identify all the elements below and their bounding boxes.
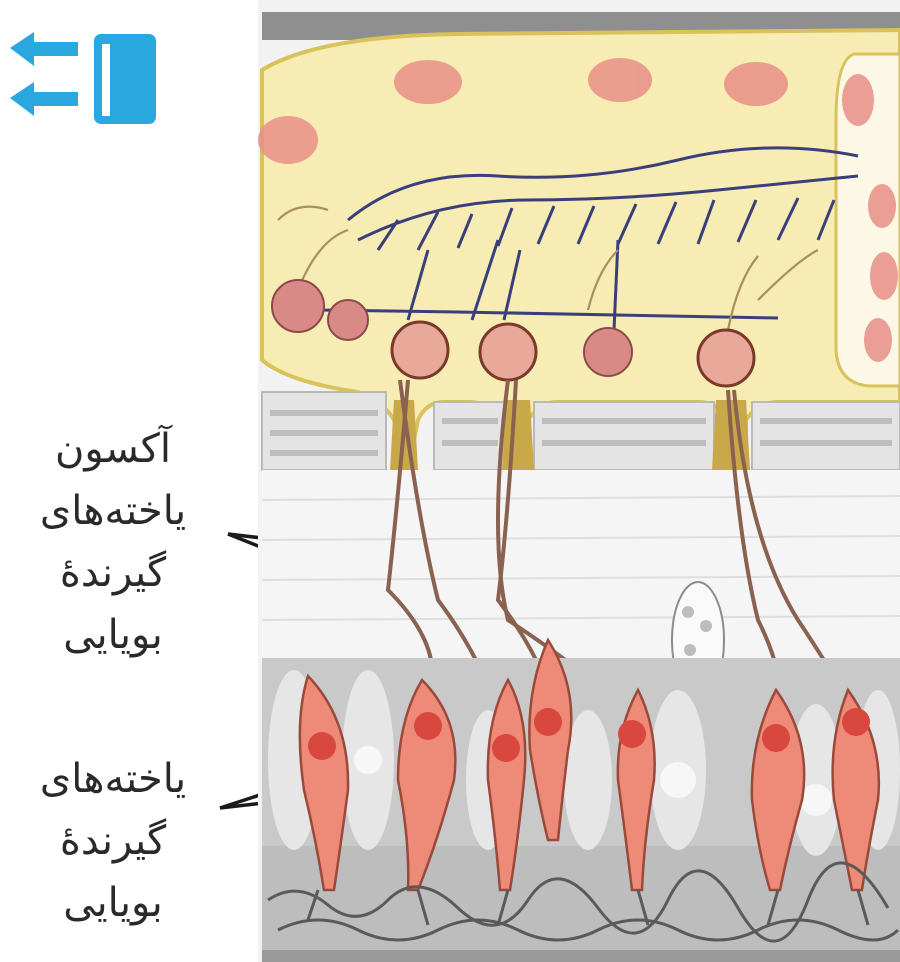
axon-label-line1: آکسون <box>0 418 226 480</box>
book-back-arrows-icon <box>10 32 156 124</box>
receptor-label-line2: گیرندهٔ <box>0 810 226 872</box>
receptor-label-line1: یاخته‌های <box>0 748 226 810</box>
axon-label: آکسون یاخته‌های گیرندهٔ بویایی <box>0 418 226 666</box>
axon-label-line4: بویایی <box>0 604 226 666</box>
back-button[interactable] <box>6 28 158 126</box>
axon-label-line2: یاخته‌های <box>0 480 226 542</box>
axon-label-line3: گیرندهٔ <box>0 542 226 604</box>
olfactory-diagram <box>258 0 900 962</box>
receptor-label-line3: بویایی <box>0 872 226 934</box>
receptor-cells-label: یاخته‌های گیرندهٔ بویایی <box>0 748 226 934</box>
